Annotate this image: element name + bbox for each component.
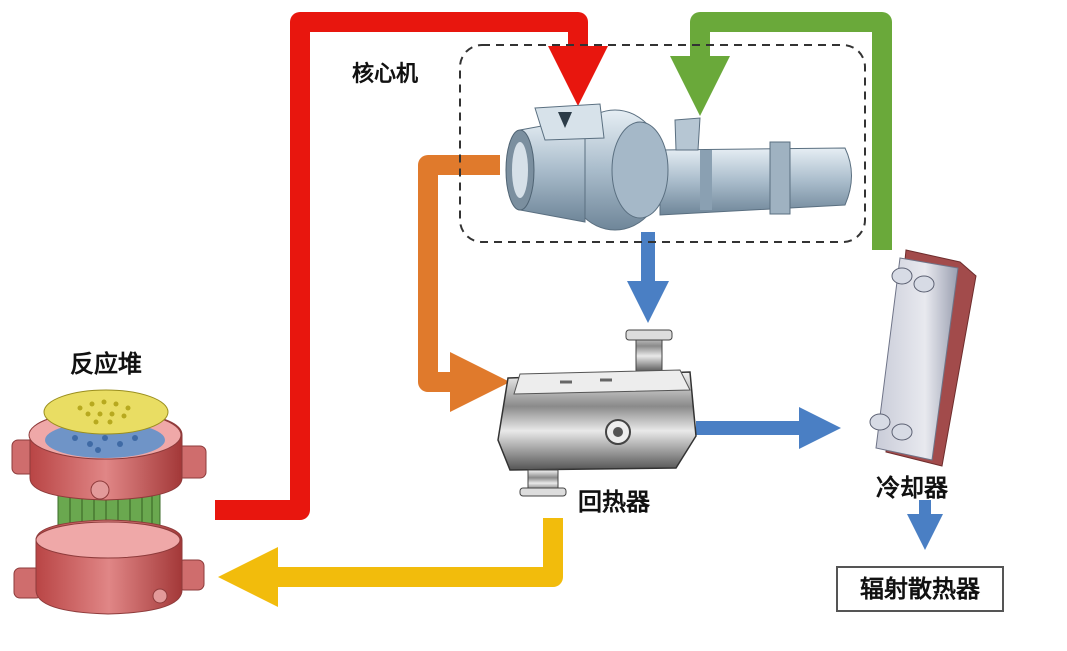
flow-arrow-recuperator-to-reactor [218, 518, 563, 607]
radiator-box: 辐射散热器 [836, 566, 1004, 612]
flow-arrow-turbine-to-recuperator [418, 155, 510, 412]
core-machine-label: 核心机 [352, 62, 419, 87]
recuperator-image [497, 329, 697, 497]
cooler-image [869, 249, 977, 467]
reactor-image [11, 389, 207, 615]
flow-arrow-reactor-to-core [215, 12, 608, 520]
reactor-label: 反应堆 [70, 350, 142, 378]
core-machine-image [505, 103, 852, 231]
cooler-label: 冷却器 [876, 474, 948, 502]
recuperator-label: 回热器 [578, 488, 650, 516]
flow-arrow-cooler-to-core [670, 12, 892, 250]
core-machine-boundary [459, 44, 866, 243]
